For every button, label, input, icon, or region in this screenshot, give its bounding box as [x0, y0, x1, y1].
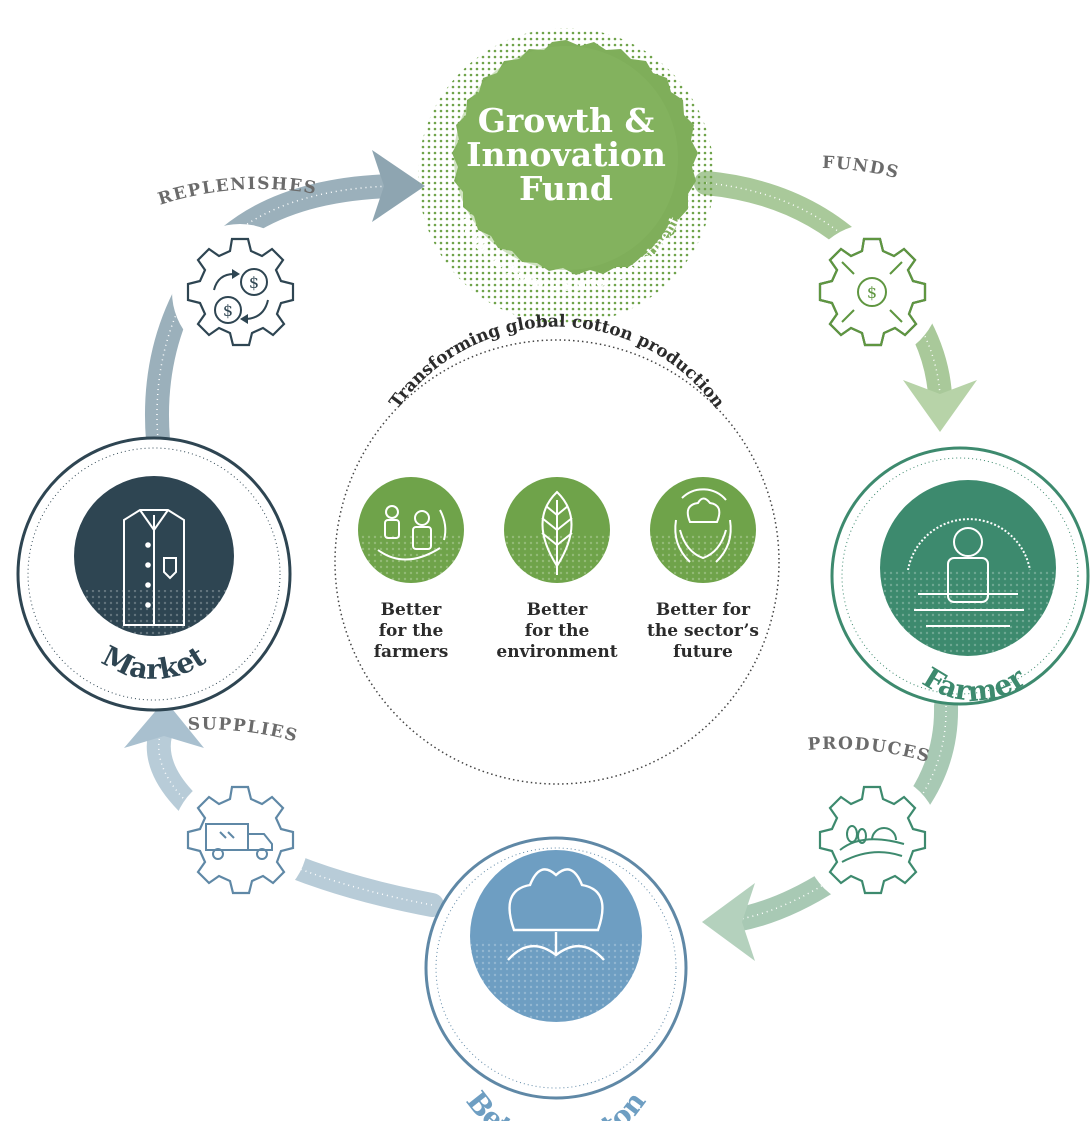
center-arc-title: Transforming global cotton production: [386, 312, 729, 413]
farmers-cycle-icon: [377, 505, 447, 561]
leaf-icon: [541, 490, 573, 575]
benefit-environment-line-2: for the: [525, 621, 590, 641]
benefit-environment: Better for the environment: [496, 477, 618, 662]
farmer-icon: [907, 518, 1031, 627]
cotton-boll-icon: [507, 868, 605, 961]
benefit-farmers: Better for the farmers: [358, 477, 464, 662]
label-produces: PRODUCES: [807, 734, 933, 767]
benefit-environment-line-3: environment: [496, 642, 617, 662]
gear-landscape-icon: [804, 772, 940, 908]
gear-money-exchange-icon: $ $: [172, 224, 308, 360]
benefit-sector-future-line-1: Better for: [656, 600, 751, 620]
benefit-farmers-line-2: for the: [379, 621, 444, 641]
benefit-sector-future-line-2: the sector’s: [647, 621, 759, 641]
gear-funds-icon: $: [804, 224, 940, 360]
hub-title-line-3: Fund: [519, 169, 613, 208]
better-cotton-node: Better Cotton: [424, 836, 688, 1121]
svg-text:$: $: [223, 301, 233, 320]
hub-title-line-1: Growth &: [478, 101, 655, 140]
market-node: Market: [16, 436, 292, 712]
shirt-icon: [123, 509, 185, 626]
label-funds: FUNDS: [822, 153, 902, 183]
svg-text:$: $: [867, 283, 877, 302]
farmer-node: Farmer: [830, 446, 1090, 708]
svg-text:$: $: [249, 273, 259, 292]
hub-title-line-2: Innovation: [466, 135, 666, 174]
center-transforming-panel: Transforming global cotton production Be…: [334, 312, 780, 785]
hands-cotton-icon: [674, 488, 732, 563]
gear-truck-icon: [172, 772, 308, 908]
benefit-sector-future-line-3: future: [673, 642, 733, 662]
growth-innovation-fund-hub: Growth & Innovation Fund Public & Privat…: [418, 28, 714, 324]
benefit-farmers-line-3: farmers: [374, 642, 449, 662]
label-supplies: SUPPLIES: [187, 714, 300, 746]
benefit-farmers-line-1: Better: [381, 600, 443, 620]
benefit-environment-line-1: Better: [527, 600, 589, 620]
benefit-sector-future: Better for the sector’s future: [647, 477, 759, 662]
